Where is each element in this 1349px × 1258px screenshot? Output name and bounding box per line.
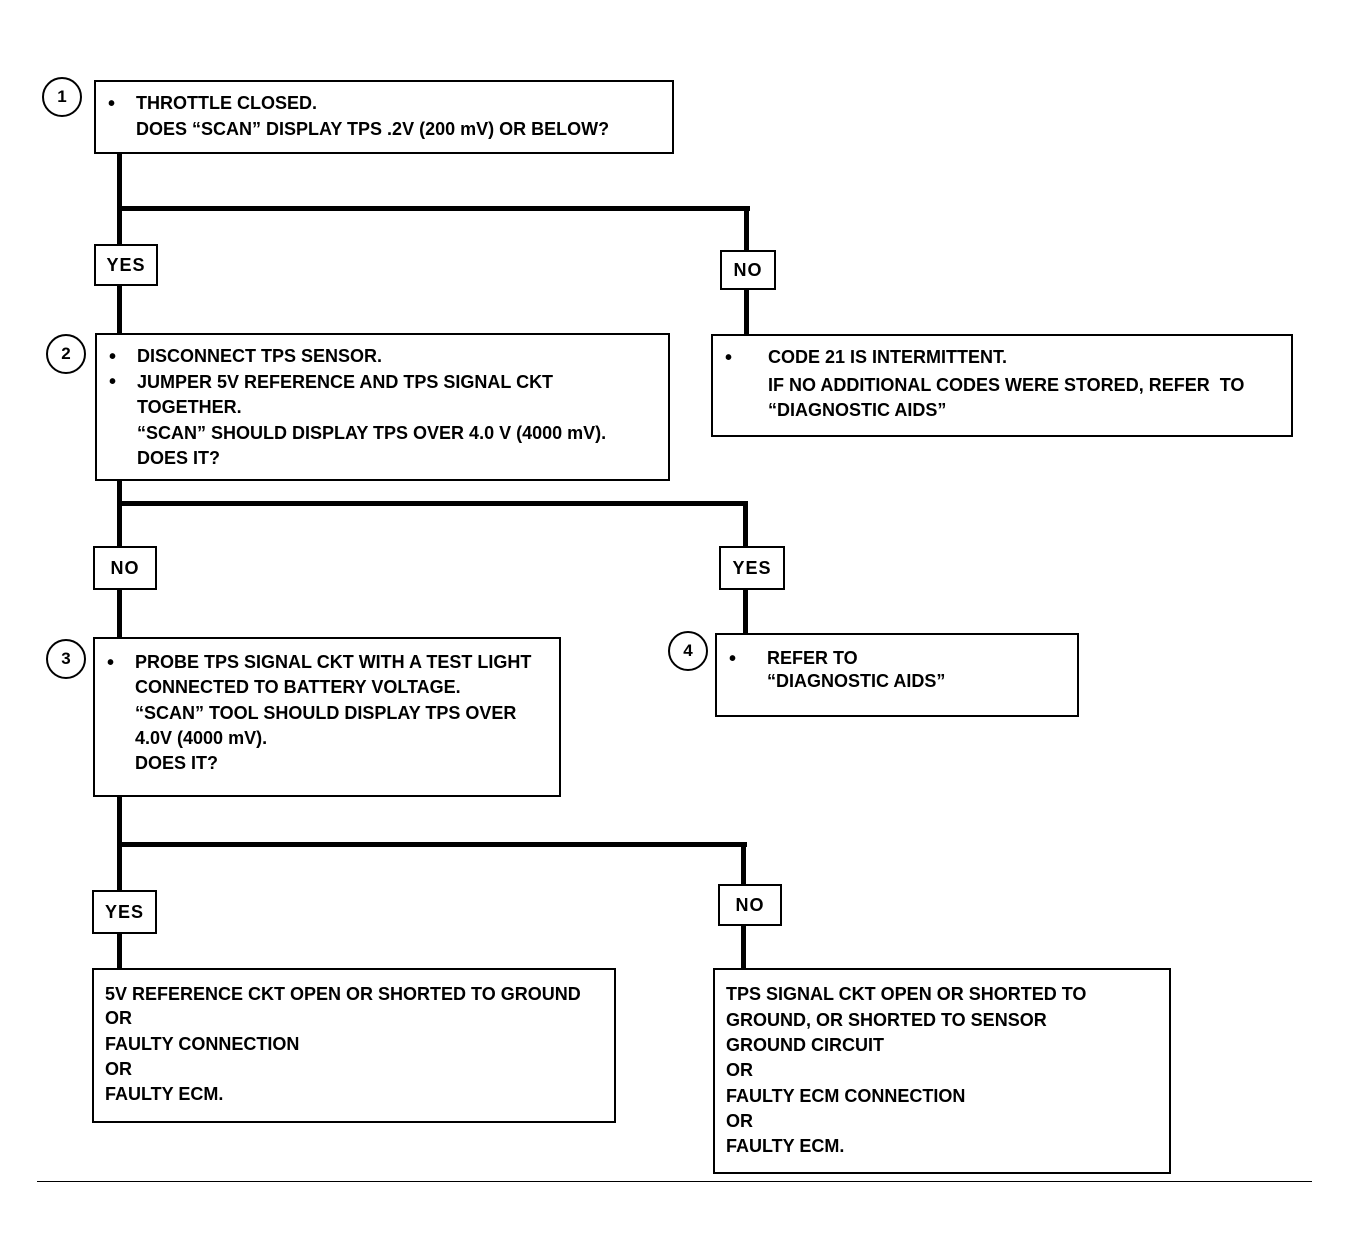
step-number-4: 4 bbox=[668, 631, 708, 671]
step-4-line-2: “DIAGNOSTIC AIDS” bbox=[767, 671, 946, 691]
step-1-line-2: DOES “SCAN” DISPLAY TPS .2V (200 mV) OR … bbox=[136, 119, 610, 139]
connector bbox=[117, 842, 747, 847]
connector bbox=[117, 150, 122, 246]
connector bbox=[117, 501, 748, 506]
bullet-icon: • bbox=[107, 652, 115, 674]
step-number-2: 2 bbox=[46, 334, 86, 374]
step-4-box: • REFER TO “DIAGNOSTIC AIDS” bbox=[715, 633, 1079, 717]
step-1-line-1: THROTTLE CLOSED. bbox=[136, 93, 317, 113]
bullet-icon: • bbox=[109, 346, 117, 368]
step-2-line-3: TOGETHER. bbox=[137, 397, 242, 417]
result-ref-ckt-line-1: 5V REFERENCE CKT OPEN OR SHORTED TO GROU… bbox=[105, 984, 581, 1004]
result-signal-ckt-box: TPS SIGNAL CKT OPEN OR SHORTED TO GROUND… bbox=[713, 968, 1171, 1174]
connector bbox=[117, 206, 750, 211]
result-intermittent-line-3: “DIAGNOSTIC AIDS” bbox=[768, 400, 947, 420]
result-ref-ckt-line-5: FAULTY ECM. bbox=[105, 1084, 224, 1104]
label-yes-2: YES bbox=[719, 546, 785, 590]
result-ref-ckt-line-2: OR bbox=[105, 1008, 132, 1028]
connector bbox=[743, 588, 748, 636]
step-3-line-3: “SCAN” TOOL SHOULD DISPLAY TPS OVER bbox=[135, 703, 517, 723]
result-signal-ckt-line-1: TPS SIGNAL CKT OPEN OR SHORTED TO bbox=[726, 984, 1087, 1004]
step-2-box: • DISCONNECT TPS SENSOR. • JUMPER 5V REF… bbox=[95, 333, 670, 481]
label-no-3: NO bbox=[718, 884, 782, 926]
connector bbox=[744, 206, 749, 252]
result-signal-ckt-line-7: FAULTY ECM. bbox=[726, 1136, 845, 1156]
connector bbox=[741, 922, 746, 972]
connector bbox=[743, 501, 748, 549]
bottom-rule bbox=[37, 1181, 1312, 1182]
result-signal-ckt-line-6: OR bbox=[726, 1111, 753, 1131]
step-2-line-1: DISCONNECT TPS SENSOR. bbox=[137, 346, 383, 366]
step-3-line-1: PROBE TPS SIGNAL CKT WITH A TEST LIGHT bbox=[135, 652, 532, 672]
bullet-icon: • bbox=[109, 371, 117, 393]
result-signal-ckt-line-2: GROUND, OR SHORTED TO SENSOR bbox=[726, 1010, 1047, 1030]
connector bbox=[117, 284, 122, 336]
step-2-line-5: DOES IT? bbox=[137, 448, 221, 468]
step-number-3: 3 bbox=[46, 639, 86, 679]
bullet-icon: • bbox=[725, 347, 733, 369]
step-2-line-4: “SCAN” SHOULD DISPLAY TPS OVER 4.0 V (40… bbox=[137, 423, 607, 443]
connector bbox=[117, 588, 122, 640]
connector bbox=[744, 288, 749, 336]
label-no-1: NO bbox=[720, 250, 776, 290]
connector bbox=[117, 930, 122, 972]
step-4-line-1: REFER TO bbox=[767, 648, 858, 668]
result-signal-ckt-line-5: FAULTY ECM CONNECTION bbox=[726, 1086, 966, 1106]
result-intermittent-box: • CODE 21 IS INTERMITTENT. IF NO ADDITIO… bbox=[711, 334, 1293, 437]
connector bbox=[117, 478, 122, 548]
label-yes-3: YES bbox=[92, 890, 157, 934]
label-yes-1: YES bbox=[94, 244, 158, 286]
result-ref-ckt-line-3: FAULTY CONNECTION bbox=[105, 1034, 300, 1054]
bullet-icon: • bbox=[729, 648, 737, 670]
result-ref-ckt-line-4: OR bbox=[105, 1059, 132, 1079]
result-signal-ckt-line-4: OR bbox=[726, 1060, 753, 1080]
step-1-box: • THROTTLE CLOSED. DOES “SCAN” DISPLAY T… bbox=[94, 80, 674, 154]
step-number-1: 1 bbox=[42, 77, 82, 117]
step-3-line-2: CONNECTED TO BATTERY VOLTAGE. bbox=[135, 677, 461, 697]
step-3-box: • PROBE TPS SIGNAL CKT WITH A TEST LIGHT… bbox=[93, 637, 561, 797]
step-3-line-4: 4.0V (4000 mV). bbox=[135, 728, 268, 748]
step-3-line-5: DOES IT? bbox=[135, 753, 219, 773]
result-signal-ckt-line-3: GROUND CIRCUIT bbox=[726, 1035, 884, 1055]
connector bbox=[741, 842, 746, 886]
label-no-2: NO bbox=[93, 546, 157, 590]
result-intermittent-line-2: IF NO ADDITIONAL CODES WERE STORED, REFE… bbox=[768, 375, 1245, 395]
step-2-line-2: JUMPER 5V REFERENCE AND TPS SIGNAL CKT bbox=[137, 372, 554, 392]
result-ref-ckt-box: 5V REFERENCE CKT OPEN OR SHORTED TO GROU… bbox=[92, 968, 616, 1123]
bullet-icon: • bbox=[108, 93, 116, 115]
result-intermittent-line-1: CODE 21 IS INTERMITTENT. bbox=[768, 347, 1008, 367]
